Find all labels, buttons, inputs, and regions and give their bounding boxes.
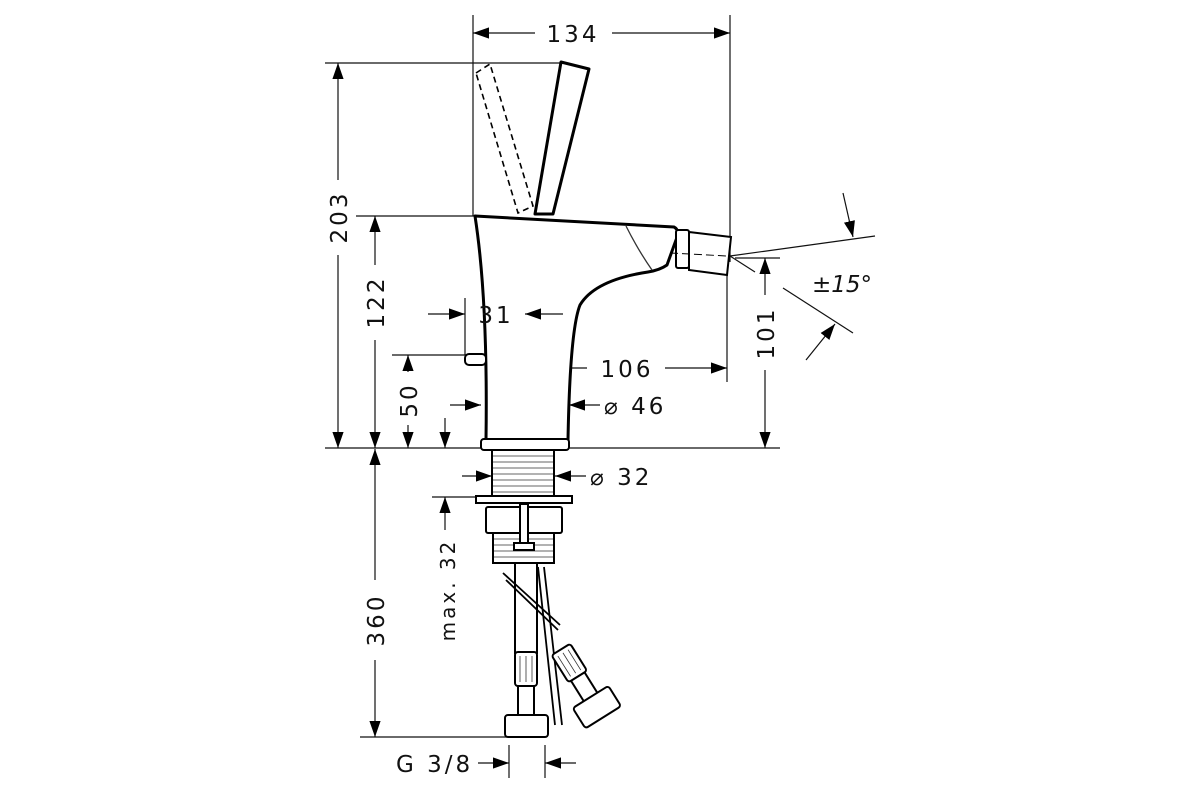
lever-handle	[533, 60, 591, 216]
fixing-screw	[519, 503, 529, 545]
label-203: 203	[327, 191, 353, 244]
dimension-height-total: 203	[327, 63, 353, 448]
label-50: 50	[397, 382, 423, 417]
washer	[475, 495, 573, 504]
hose-straight	[514, 562, 538, 654]
hex-nut-1	[504, 714, 549, 738]
label-32: ⌀ 32	[590, 465, 652, 491]
aerator-ring	[675, 229, 690, 269]
dimension-spout-angle: ±15°	[729, 192, 876, 361]
dimension-height-body: 122	[364, 216, 390, 448]
lever-alternate-position	[475, 62, 534, 215]
dimension-max-thickness: max. 32	[436, 497, 460, 641]
hex-nut-2	[572, 685, 621, 729]
dimension-hose-length: 360	[364, 449, 390, 737]
faucet-body	[464, 60, 733, 451]
label-46: ⌀ 46	[604, 394, 666, 420]
dimension-width-total: 134	[473, 22, 730, 48]
label-106: 106	[601, 357, 654, 383]
dimension-connection: G 3/8	[396, 752, 576, 778]
label-g38: G 3/8	[396, 752, 473, 778]
label-134: 134	[547, 22, 600, 48]
supply-hoses	[502, 562, 621, 738]
label-360: 360	[364, 594, 390, 647]
base-ring	[480, 438, 570, 451]
dimension-spout-height: 101	[754, 258, 780, 448]
dimension-lever-offset: 31	[428, 303, 563, 329]
hose-angled	[551, 643, 621, 729]
screw-plate	[513, 542, 535, 551]
label-101: 101	[754, 307, 780, 360]
mounting-assembly	[475, 449, 573, 564]
dimension-thread-diameter: ⌀ 32	[462, 465, 652, 491]
dimension-lever-pin-height: 50	[397, 355, 451, 448]
label-angle: ±15°	[812, 272, 872, 298]
label-31: 31	[478, 303, 513, 329]
spout-nozzle	[688, 230, 733, 277]
threaded-stud	[491, 449, 555, 497]
label-122: 122	[364, 276, 390, 329]
label-max-32: max. 32	[436, 539, 460, 642]
pop-up-rod	[464, 353, 487, 366]
dimension-body-diameter: ⌀ 46	[450, 394, 666, 420]
